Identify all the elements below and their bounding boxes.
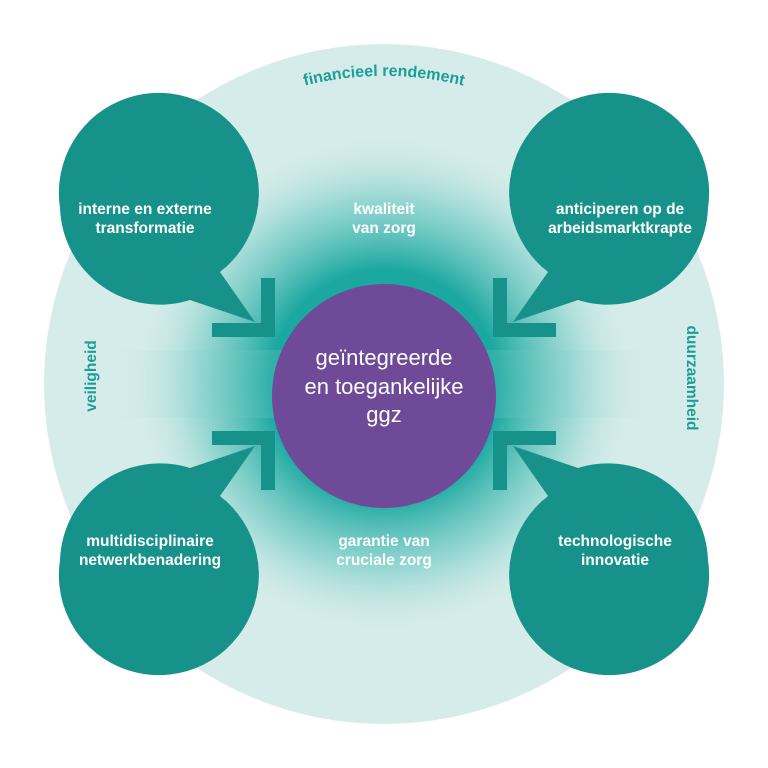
ring-label-left: veiligheid bbox=[83, 340, 100, 412]
inner-label-top: kwaliteit van zorg bbox=[352, 201, 416, 238]
arrow-top-right bbox=[493, 278, 556, 337]
bubble-label-bottom-left: multidisciplinaire netwerkbenadering bbox=[78, 533, 222, 570]
arrow-top-left bbox=[212, 278, 275, 337]
bubble-label-top-right: anticiperen op de arbeidsmarktkrapte bbox=[548, 201, 692, 238]
bubble-top-right bbox=[509, 92, 710, 322]
inner-label-bottom: garantie van cruciale zorg bbox=[336, 533, 432, 570]
bubble-bottom-left bbox=[58, 446, 259, 676]
center-label: geïntegreerde en toegankelijke ggz bbox=[304, 345, 464, 428]
bubble-label-top-left: interne en externe transformatie bbox=[78, 201, 212, 238]
bubble-top-left bbox=[58, 92, 259, 323]
arrow-bottom-left bbox=[212, 431, 275, 490]
center-circle bbox=[272, 284, 496, 508]
arrow-bottom-right bbox=[493, 431, 556, 490]
bubble-bottom-right bbox=[509, 446, 710, 676]
ring-label-right: duurzaamheid bbox=[683, 325, 700, 431]
bubble-label-bottom-right: technologische innovatie bbox=[558, 533, 672, 570]
